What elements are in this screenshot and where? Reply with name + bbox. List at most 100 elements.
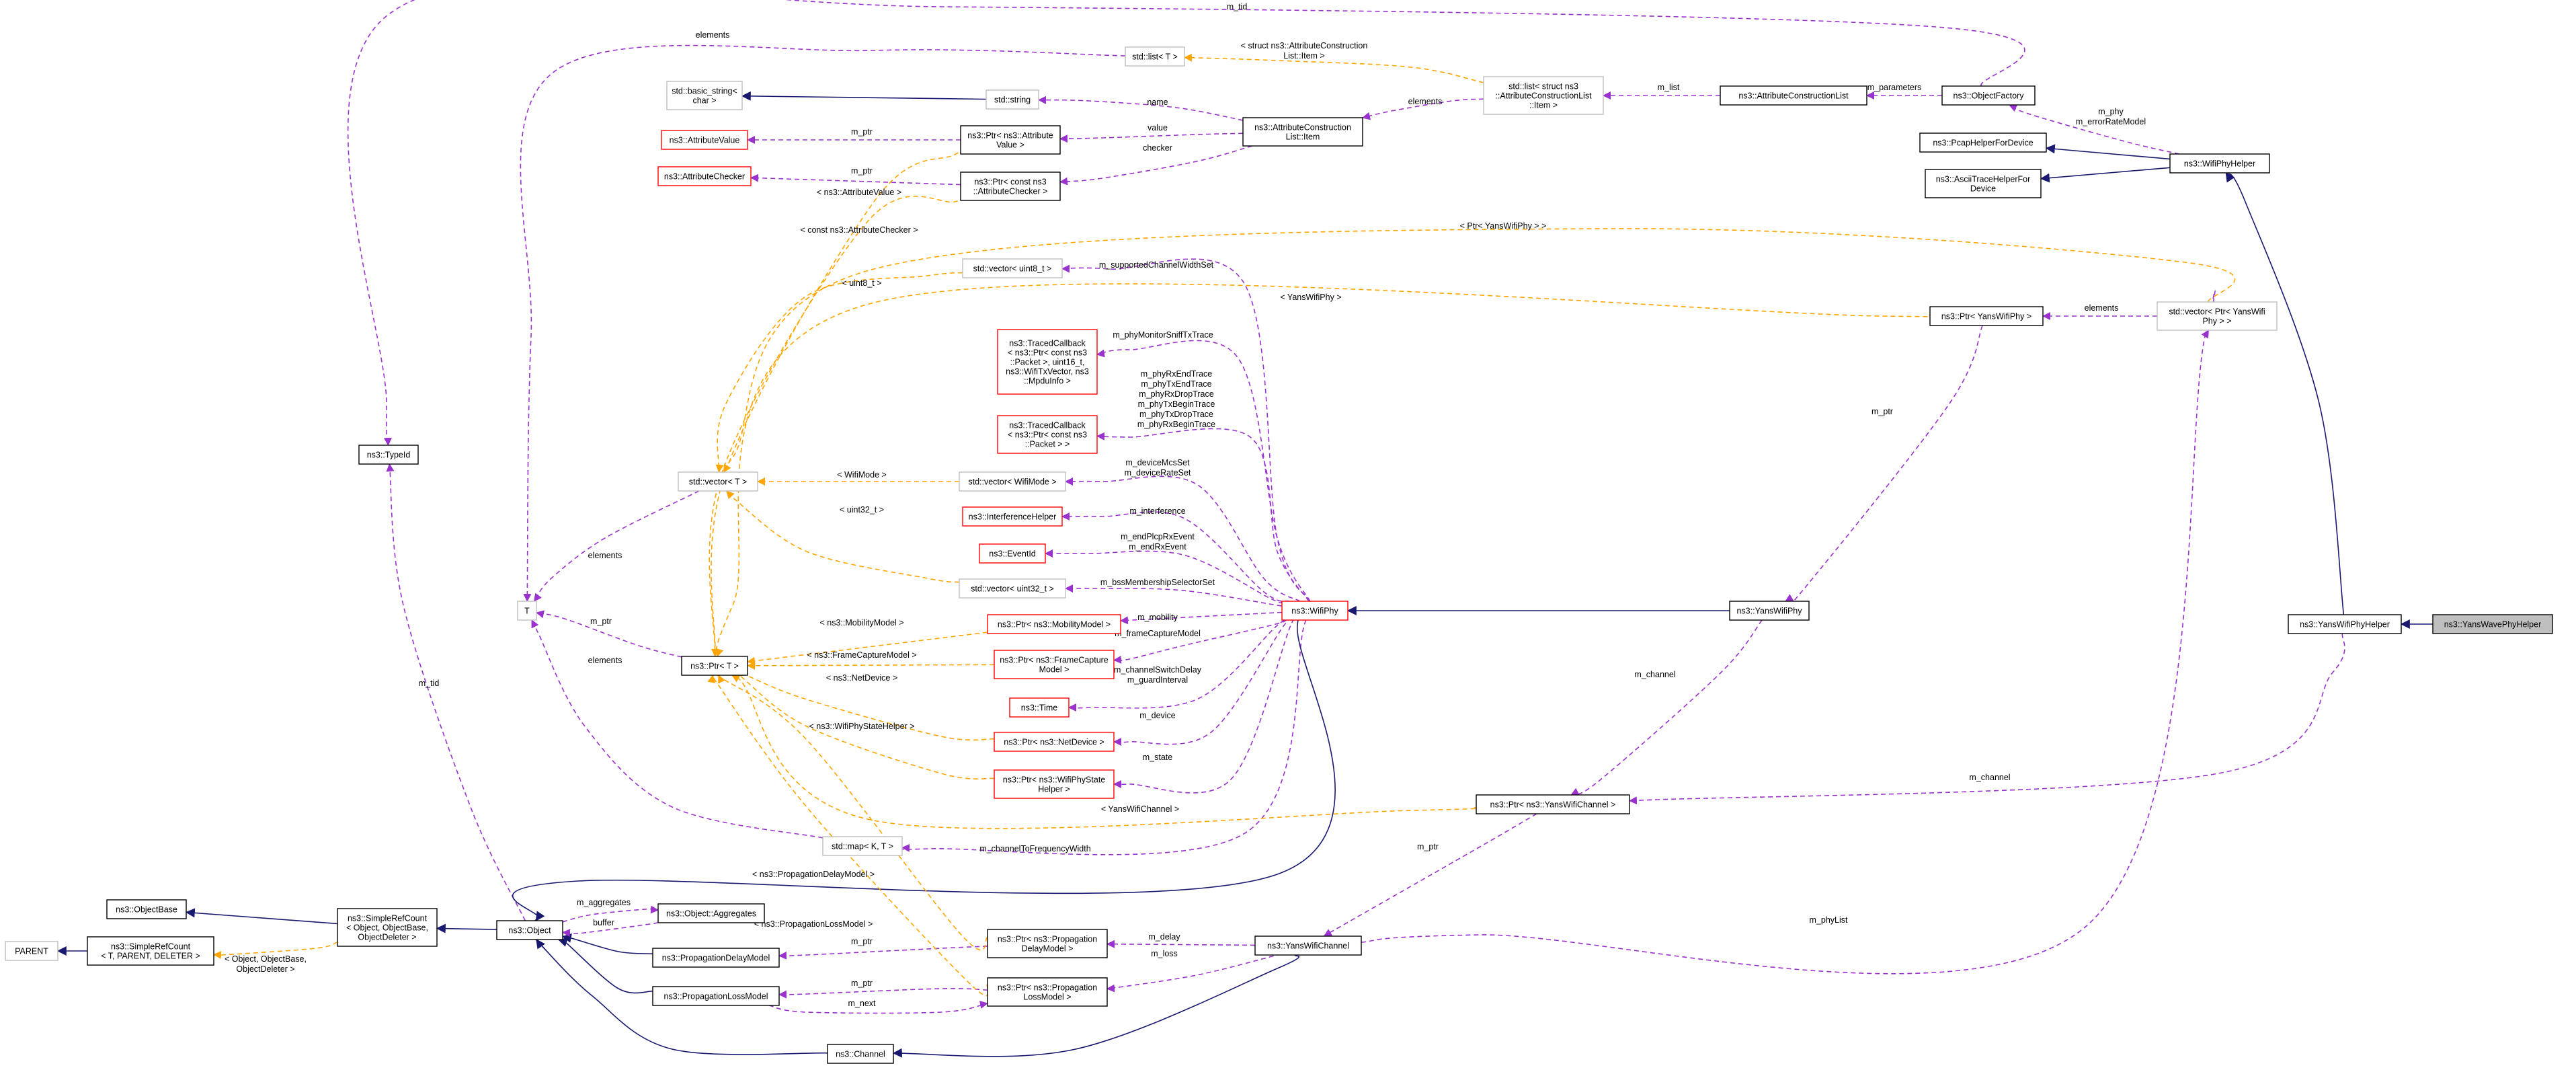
class-node-yanswave[interactable]: ns3::YansWavePhyHelper — [2432, 614, 2553, 634]
class-box — [2288, 614, 2402, 634]
class-name: ns3::Time — [1021, 703, 1057, 713]
class-node-ptrfcm[interactable]: ns3::Ptr< ns3::FrameCaptureModel > — [994, 650, 1115, 679]
class-node-aclitem[interactable]: ns3::AttributeConstructionList::Item — [1242, 117, 1363, 147]
class-node-stdlistT[interactable]: std::list< T > — [1125, 46, 1185, 67]
edge-line — [185, 908, 338, 925]
class-node-typeid[interactable]: ns3::TypeId — [358, 445, 419, 465]
class-node-wifiphy[interactable]: ns3::WifiPhy — [1281, 601, 1349, 621]
edge-member: m_phyMonitorSniffTxTrace — [1096, 330, 1311, 602]
class-name: LossModel > — [1023, 993, 1071, 1002]
class-node-interf[interactable]: ns3::InterferenceHelper — [962, 506, 1063, 527]
class-node-traced2[interactable]: ns3::TracedCallback< ns3::Ptr< const ns3… — [997, 415, 1098, 454]
class-name: std::vector< WifiMode > — [968, 477, 1056, 487]
edge-member: m_ptr — [536, 610, 682, 658]
edge-template: < WifiMode > — [757, 470, 959, 486]
class-name: std::vector< Ptr< YansWifi — [2169, 307, 2265, 317]
edge-label: checker — [1143, 143, 1172, 153]
edge-member: m_ptr — [747, 127, 961, 144]
class-node-propdelay[interactable]: ns3::PropagationDelayModel — [652, 948, 780, 968]
edge-member: elements — [533, 490, 700, 602]
edge-inherit — [892, 954, 1300, 1058]
class-node-parent[interactable]: PARENT — [5, 941, 58, 961]
class-node-attrchk[interactable]: ns3::AttributeChecker — [657, 166, 752, 186]
class-node-acl[interactable]: ns3::AttributeConstructionList — [1720, 85, 1867, 106]
class-node-traced1[interactable]: ns3::TracedCallback< ns3::Ptr< const ns3… — [997, 329, 1098, 395]
class-name: std::list< T > — [1132, 52, 1178, 62]
edge-label: List::Item > — [1283, 51, 1324, 61]
class-node-yanswifihelper[interactable]: ns3::YansWifiPhyHelper — [2288, 614, 2402, 634]
edge-template: < Object, ObjectBase,ObjectDeleter > — [211, 941, 338, 974]
edge-label: m_channel — [1969, 773, 2010, 782]
class-node-ptrattrchk[interactable]: ns3::Ptr< const ns3::AttributeChecker > — [960, 171, 1061, 201]
class-node-yanswifichan[interactable]: ns3::YansWifiChannel — [1254, 935, 1362, 956]
edge-line — [778, 988, 988, 999]
edge-label: < uint8_t > — [842, 278, 881, 288]
edge-inherit — [2045, 144, 2171, 160]
class-name: ns3::Ptr< T > — [690, 662, 739, 671]
edge-template: < ns3::FrameCaptureModel > — [747, 650, 995, 670]
class-node-yanswifiphy[interactable]: ns3::YansWifiPhy — [1729, 601, 1810, 621]
class-node-ptrattrval[interactable]: ns3::Ptr< ns3::AttributeValue > — [960, 125, 1061, 155]
edge-label: elements — [696, 30, 730, 40]
class-box — [962, 258, 1063, 278]
edge-template: < ns3::MobilityModel > — [747, 618, 988, 665]
class-node-vecuint8[interactable]: std::vector< uint8_t > — [962, 258, 1063, 278]
class-name: < T, PARENT, DELETER > — [101, 952, 200, 961]
class-box — [358, 445, 419, 465]
class-node-objectbase[interactable]: ns3::ObjectBase — [106, 899, 187, 919]
class-name: ns3::Ptr< ns3::Propagation — [998, 935, 1097, 944]
class-node-ptrproploss[interactable]: ns3::Ptr< ns3::PropagationLossModel > — [987, 977, 1108, 1007]
nodes-layer: ns3::YansWavePhyHelper ns3::YansWifiPhyHe… — [5, 46, 2553, 1064]
class-node-simplerefobj[interactable]: ns3::SimpleRefCount< Object, ObjectBase,… — [337, 908, 438, 947]
edge-label: name — [1147, 98, 1168, 107]
class-node-aggregates[interactable]: ns3::Object::Aggregates — [657, 903, 765, 923]
edge-member: m_parameters — [1866, 83, 1942, 100]
class-node-pcap[interactable]: ns3::PcapHelperForDevice — [1919, 132, 2047, 153]
class-node-wifihelper[interactable]: ns3::WifiPhyHelper — [2169, 153, 2270, 174]
class-node-vecwifimode[interactable]: std::vector< WifiMode > — [959, 471, 1066, 492]
class-node-ptryanswifiphy[interactable]: ns3::Ptr< YansWifiPhy > — [1929, 306, 2044, 326]
edge-label: m_frameCaptureModel — [1115, 629, 1201, 638]
class-node-ptrpropdelay[interactable]: ns3::Ptr< ns3::PropagationDelayModel > — [987, 929, 1108, 958]
class-name: PARENT — [15, 947, 48, 956]
class-node-vecuint32[interactable]: std::vector< uint32_t > — [959, 578, 1066, 599]
class-node-basicstring[interactable]: std::basic_string<char > — [666, 81, 743, 110]
edge-label: < WifiMode > — [837, 470, 887, 480]
class-node-ptrT[interactable]: ns3::Ptr< T > — [681, 656, 748, 676]
class-box — [987, 614, 1121, 634]
class-node-time[interactable]: ns3::Time — [1009, 697, 1070, 718]
class-node-ptryanschan[interactable]: ns3::Ptr< ns3::YansWifiChannel > — [1476, 794, 1630, 814]
edge-label: ObjectDeleter > — [236, 964, 294, 974]
class-node-stdstring[interactable]: std::string — [985, 89, 1039, 110]
edge-label: m_loss — [1151, 949, 1178, 958]
class-box — [959, 578, 1066, 599]
edge-label: m_phyRxBeginTrace — [1137, 420, 1215, 429]
class-node-ptrmob[interactable]: ns3::Ptr< ns3::MobilityModel > — [987, 614, 1121, 634]
class-box — [827, 1044, 894, 1064]
edge-line — [2225, 172, 2345, 615]
class-node-vecT[interactable]: std::vector< T > — [678, 471, 758, 492]
class-name: ns3::Channel — [836, 1050, 885, 1059]
class-node-simplereft[interactable]: ns3::SimpleRefCount< T, PARENT, DELETER … — [87, 936, 214, 966]
edge-inherit — [512, 605, 1336, 923]
class-name: std::basic_string< — [672, 87, 737, 96]
class-node-attrval[interactable]: ns3::AttributeValue — [661, 130, 748, 150]
class-node-stdmap[interactable]: std::map< K, T > — [822, 836, 903, 856]
class-node-object[interactable]: ns3::Object — [496, 920, 563, 940]
class-node-proploss[interactable]: ns3::PropagationLossModel — [652, 986, 780, 1006]
class-node-channel[interactable]: ns3::Channel — [827, 1044, 894, 1064]
edge-label: < ns3::NetDevice > — [826, 673, 897, 683]
class-node-vecptryans[interactable]: std::vector< Ptr< YansWifiPhy > > — [2157, 301, 2278, 331]
class-node-stdlistacl[interactable]: std::list< struct ns3::AttributeConstruc… — [1483, 76, 1604, 115]
class-node-T[interactable]: T — [517, 601, 537, 621]
edge-member: m_phyRxEndTracem_phyTxEndTracem_phyRxDro… — [1096, 369, 1310, 602]
edge-line — [715, 283, 1974, 657]
class-node-ptrstate[interactable]: ns3::Ptr< ns3::WifiPhyStateHelper > — [994, 769, 1115, 799]
edge-template: < ns3::AttributeValue > — [711, 150, 963, 657]
class-node-eventid[interactable]: ns3::EventId — [979, 543, 1046, 564]
class-box — [106, 899, 187, 919]
class-node-ptrnet[interactable]: ns3::Ptr< ns3::NetDevice > — [994, 732, 1115, 752]
class-node-objfactory[interactable]: ns3::ObjectFactory — [1941, 85, 2036, 106]
